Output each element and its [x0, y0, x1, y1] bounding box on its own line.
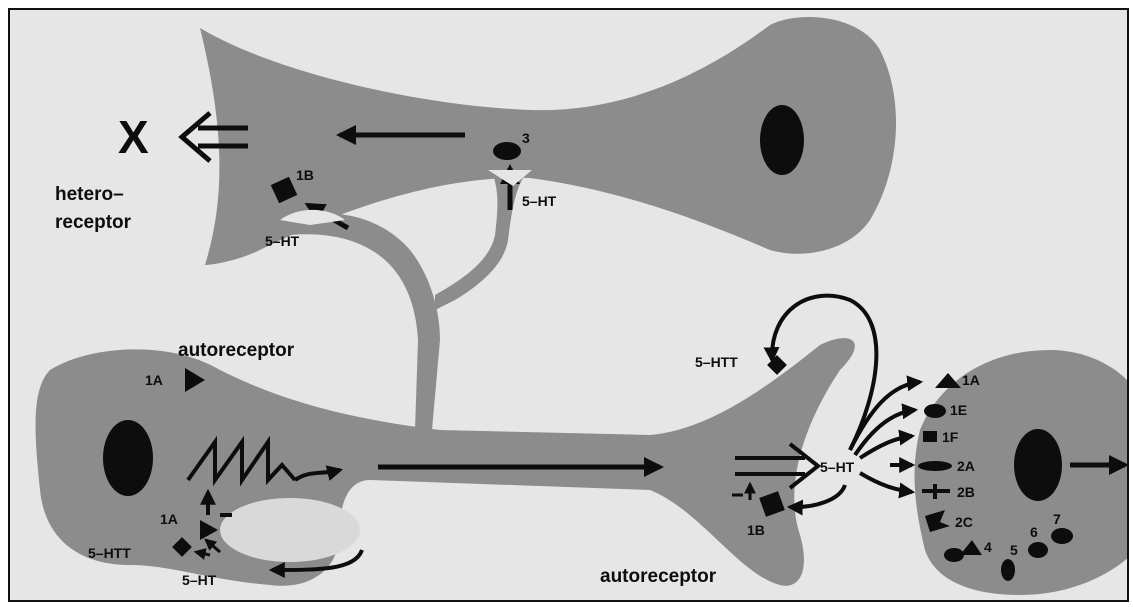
label-1a-terminal: 1A [160, 511, 178, 527]
label-post-7: 7 [1053, 511, 1061, 527]
label-post-4: 4 [984, 539, 992, 555]
label-1b-bottom: 1B [747, 522, 765, 538]
axon-branch-right [435, 168, 530, 310]
label-5htt-right: 5–HTT [695, 354, 738, 370]
vesicle [220, 498, 360, 562]
nucleus-presynaptic [103, 420, 153, 496]
diagram-frame: X hetero– receptor autoreceptor autorece… [8, 8, 1129, 602]
label-5htt-left: 5–HTT [88, 545, 131, 561]
label-3: 3 [522, 130, 530, 146]
receptor-3 [493, 142, 521, 160]
post-receptor-1f [923, 431, 937, 442]
post-receptor-5 [1001, 559, 1015, 581]
arrow-to-1b-bottom [790, 485, 845, 507]
label-5ht-right: 5–HT [820, 459, 855, 475]
label-autoreceptor-bottom: autoreceptor [600, 566, 717, 587]
label-post-1f: 1F [942, 429, 959, 445]
nucleus-top [760, 105, 804, 175]
label-post-1a: 1A [962, 372, 980, 388]
post-receptor-2a [918, 461, 952, 471]
label-5ht-top-right: 5–HT [522, 193, 557, 209]
label-hetero: hetero– [55, 184, 124, 205]
nucleus-postsynaptic [1014, 429, 1062, 501]
label-post-6: 6 [1030, 524, 1038, 540]
label-5ht-top-left: 5–HT [265, 233, 300, 249]
label-receptor: receptor [55, 212, 132, 233]
post-receptor-6 [1028, 542, 1048, 558]
axon-branch-left [280, 213, 440, 430]
label-1b-top: 1B [296, 167, 314, 183]
label-post-2b: 2B [957, 484, 975, 500]
label-1a-soma: 1A [145, 372, 163, 388]
x-mark: X [118, 111, 149, 163]
arrow-fan [850, 382, 920, 492]
serotonin-receptor-diagram: X hetero– receptor autoreceptor autorece… [10, 10, 1129, 602]
label-autoreceptor-top: autoreceptor [178, 340, 295, 361]
label-post-1e: 1E [950, 402, 967, 418]
post-receptor-1e [924, 404, 946, 418]
label-5ht-bottom-left: 5–HT [182, 572, 217, 588]
label-post-2c: 2C [955, 514, 973, 530]
label-post-5: 5 [1010, 542, 1018, 558]
label-post-2a: 2A [957, 458, 975, 474]
post-receptor-7 [1051, 528, 1073, 544]
